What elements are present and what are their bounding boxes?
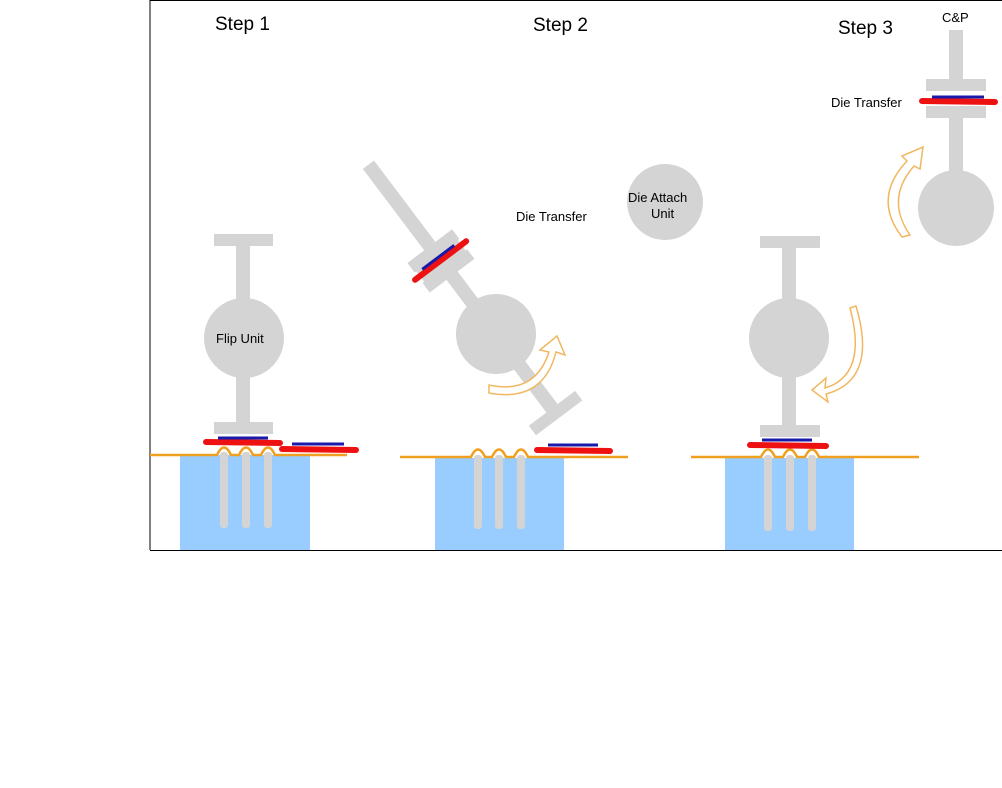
flip-unit-upper-shaft: [236, 245, 250, 305]
cp-die-red: [922, 101, 995, 102]
step-1-group: Flip Unit: [150, 234, 356, 550]
step-3-tape: [691, 450, 919, 458]
step-2-flip-unit-rotated: [336, 141, 591, 442]
flip-unit-label: Flip Unit: [216, 331, 264, 346]
step-3-ejector-pins: [764, 455, 816, 531]
step-3-die-attach-unit-body: [918, 170, 994, 246]
step-3-top-rotation-arrow-icon: [888, 147, 923, 237]
cp-lower-shaft: [949, 117, 963, 177]
step-3-title: Step 3: [838, 18, 893, 39]
die-transfer-label-step3: Die Transfer: [831, 95, 902, 110]
step-3-flip-lower-shaft: [782, 372, 796, 426]
step-1-title: Step 1: [215, 14, 270, 35]
ejector-pin: [808, 455, 816, 531]
ejector-pin: [220, 452, 228, 528]
step-3-flip-top-plate: [760, 236, 820, 248]
cp-bottom-plate: [926, 106, 986, 118]
die-transfer-label-step2: Die Transfer: [516, 209, 587, 224]
step-1-die-red-waiting: [282, 449, 356, 450]
ejector-pin: [764, 455, 772, 531]
ejector-pin: [517, 455, 525, 529]
step-1-die-red-picked: [206, 442, 280, 443]
flip-unit-top-plate: [214, 234, 273, 246]
flip-unit-bottom-plate: [214, 422, 273, 434]
step-3-die-red-picked: [750, 445, 826, 446]
cp-upper-shaft: [949, 30, 963, 80]
step-3-flip-bottom-plate: [760, 425, 820, 437]
die-attach-label-line2: Unit: [651, 206, 675, 221]
step-2-title: Step 2: [533, 15, 588, 36]
step-2-die-red-waiting: [537, 450, 610, 451]
ejector-pin: [786, 455, 794, 531]
ejector-pin: [242, 452, 250, 528]
step-2-ejector-pins: [474, 455, 525, 529]
ejector-pin: [495, 455, 503, 529]
step-1-ejector-pins: [220, 452, 272, 528]
cp-label: C&P: [942, 10, 969, 25]
step-2-arm-upper: [363, 160, 481, 310]
ejector-pin: [264, 452, 272, 528]
ejector-pin: [474, 455, 482, 529]
step-3-flip-unit-body: [749, 298, 829, 378]
step-2-flip-unit-body: [440, 278, 552, 390]
cp-top-plate: [926, 79, 986, 91]
die-attach-label-line1: Die Attach: [628, 190, 687, 205]
step-2-group: Die Attach Unit Die Transfer: [336, 141, 703, 550]
step-3-group: C&P Die Transfer: [691, 10, 995, 550]
flip-unit-lower-shaft: [236, 372, 250, 424]
